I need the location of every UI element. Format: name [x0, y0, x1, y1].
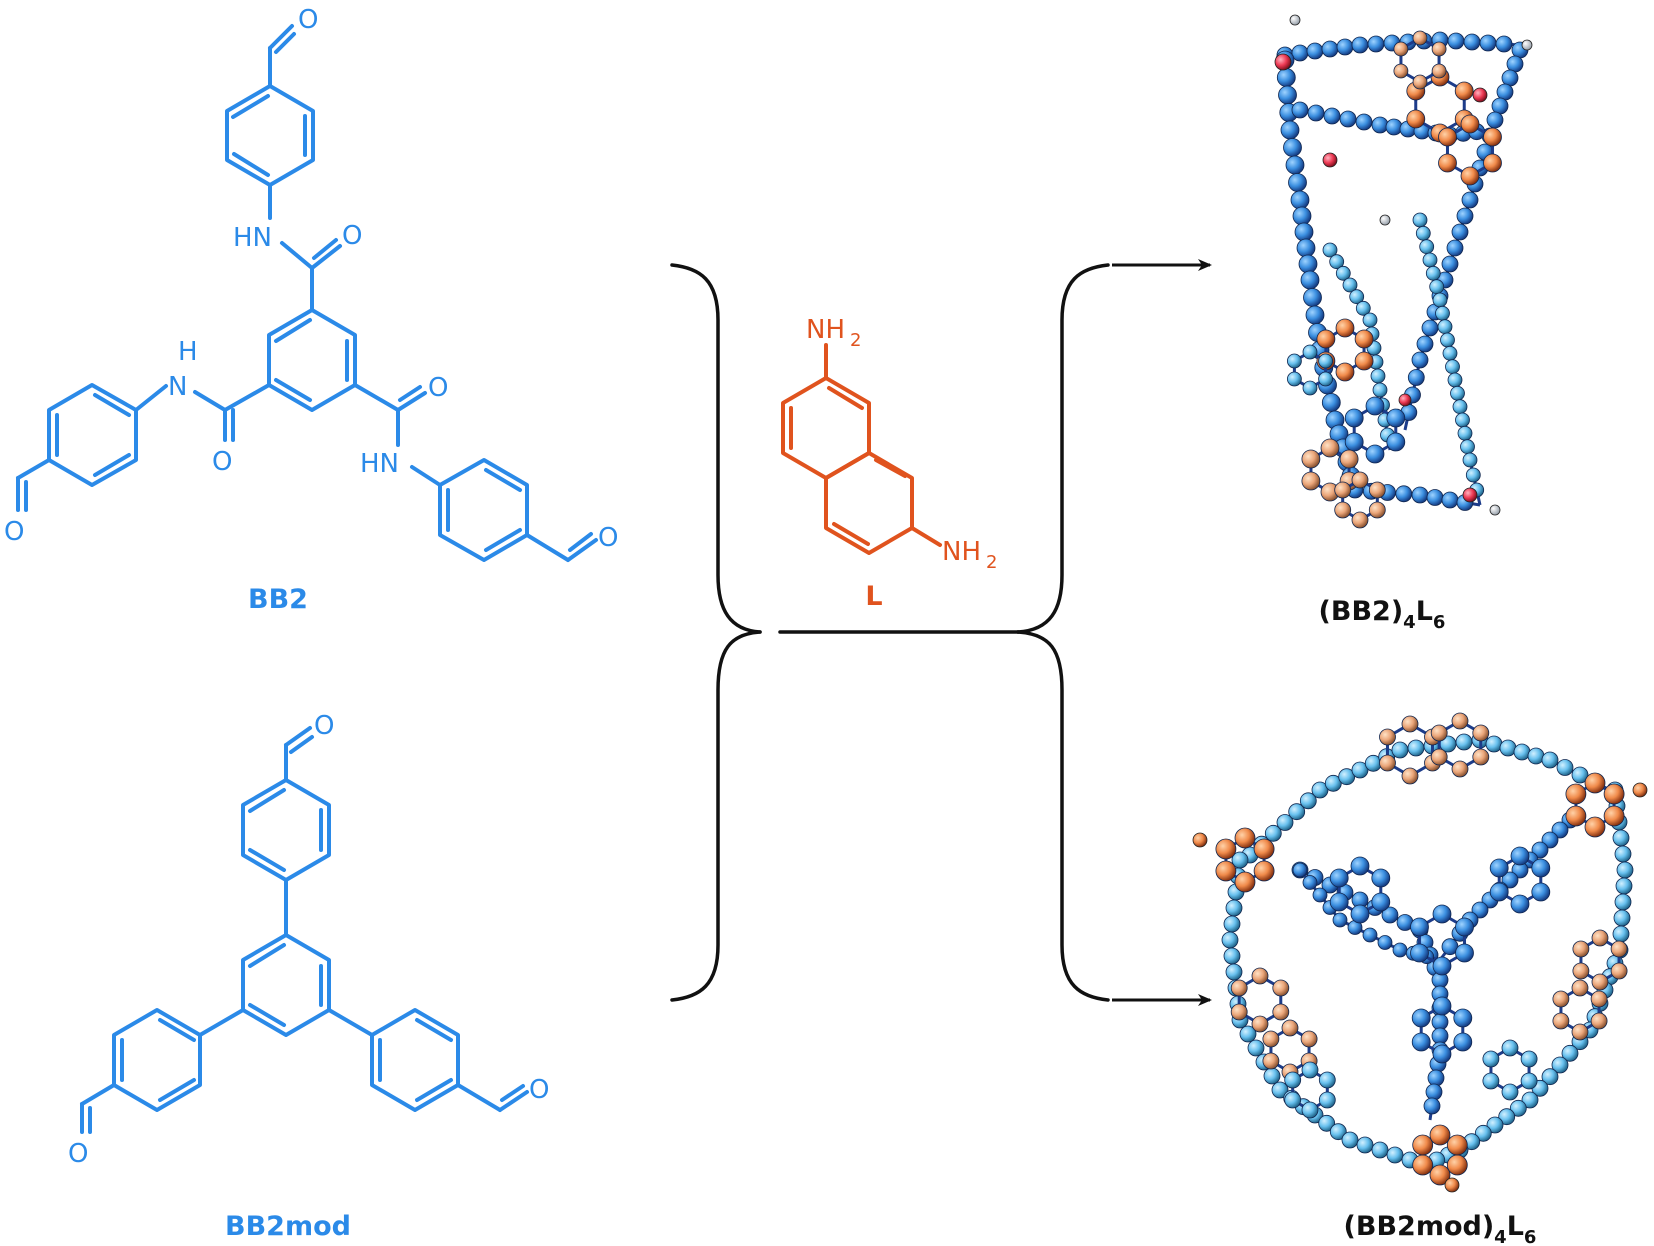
bb2-structure: O HN O O N H — [4, 5, 618, 562]
bb2-left-ring — [16, 383, 138, 512]
bb2-left-h: H — [178, 337, 198, 367]
cage-bb2-model — [1274, 14, 1533, 529]
linker-label: L — [865, 581, 882, 612]
bb2-right-amide-o: O — [428, 373, 448, 403]
cage-bb2-label: (BB2)4L6 — [1319, 596, 1446, 633]
bb2-top-aldehyde-o: O — [298, 5, 318, 35]
linker-nh2-bottom: NH 2 — [942, 537, 997, 573]
bb2mod-structure — [80, 726, 529, 1134]
svg-text:2: 2 — [986, 552, 997, 573]
svg-text:NH: NH — [942, 537, 981, 567]
bb2mod-left-aldehyde-o: O — [68, 1139, 88, 1169]
bb2-label: BB2 — [248, 584, 308, 615]
bb2-top-ring — [225, 24, 315, 187]
bb2mod-right-ring — [370, 1008, 529, 1112]
bb2mod-right-aldehyde-o: O — [529, 1075, 549, 1105]
bb2mod-top-ring — [241, 778, 331, 882]
reaction-braces — [670, 263, 1110, 1002]
bb2-central-ring — [267, 308, 357, 412]
linker-structure — [781, 343, 942, 555]
bb2-left-n: N — [168, 372, 187, 402]
bb2mod-central-ring — [241, 933, 331, 1037]
bb2-right-ring — [438, 458, 598, 562]
svg-text:(BB2)4L6: (BB2)4L6 — [1319, 596, 1446, 633]
bb2-left-amide-o: O — [212, 447, 232, 477]
bb2-top-hn: HN — [233, 223, 272, 253]
linker-nh2-top: NH 2 — [806, 315, 861, 351]
svg-text:2: 2 — [850, 330, 861, 351]
bb2mod-label: BB2mod — [225, 1211, 351, 1242]
svg-text:(BB2mod)4L6: (BB2mod)4L6 — [1344, 1211, 1537, 1246]
cage-bb2mod-model — [1192, 712, 1648, 1193]
cage-bb2mod-label: (BB2mod)4L6 — [1344, 1211, 1537, 1246]
svg-text:NH: NH — [806, 315, 845, 345]
bb2-right-aldehyde-o: O — [598, 523, 618, 553]
bb2-left-aldehyde-o: O — [4, 517, 24, 547]
bb2-top-amide-o: O — [342, 221, 362, 251]
bb2mod-top-aldehyde-o: O — [314, 711, 334, 741]
bb2-right-hn: HN — [360, 449, 399, 479]
bb2mod-left-ring — [80, 1008, 202, 1134]
